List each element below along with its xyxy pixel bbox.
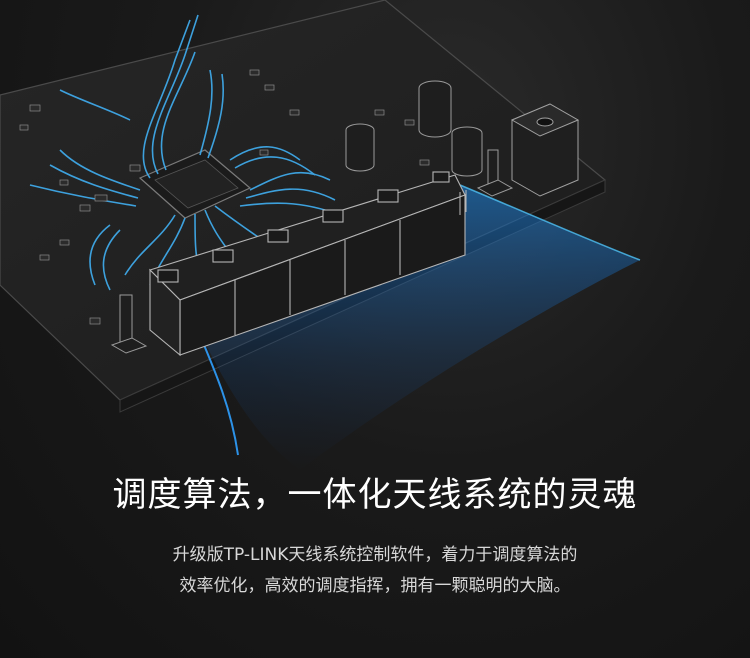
smd-components	[19, 69, 430, 325]
port-pins	[459, 190, 467, 215]
power-jack	[510, 103, 580, 197]
pcb-traces	[29, 14, 341, 291]
description-line-1: 升级版TP-LINK天线系统控制软件，着力于调度算法的	[172, 545, 578, 565]
reset-post	[110, 149, 514, 354]
description-line-2: 效率优化，高效的调度指挥，拥有一颗聪明的大脑。	[179, 576, 571, 596]
ethernet-ports	[148, 171, 466, 357]
description: 升级版TP-LINK天线系统控制软件，着力于调度算法的 效率优化，高效的调度指挥…	[0, 540, 750, 602]
chip-top	[154, 159, 239, 209]
signal-glow-edge	[459, 184, 641, 261]
capacitors	[345, 80, 483, 177]
headline: 调度算法，一体化天线系统的灵魂	[112, 475, 638, 515]
